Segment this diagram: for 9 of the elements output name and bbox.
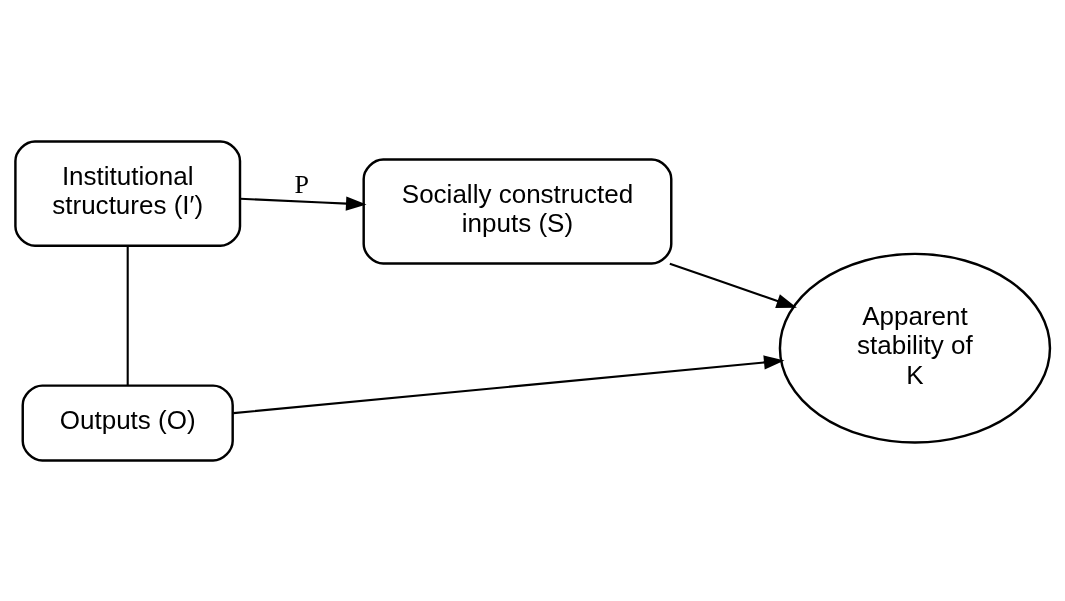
node-box: Institutional structures (I′) — [14, 139, 242, 247]
arrow — [233, 354, 785, 414]
arrow — [669, 262, 797, 308]
edge-label: P — [294, 169, 310, 199]
connector — [126, 245, 129, 385]
node-ellipse: Apparent stability of K — [778, 252, 1052, 444]
arrow — [240, 195, 367, 211]
node-box: Outputs (O) — [21, 383, 234, 462]
node-box: Socially constructed inputs (S) — [362, 157, 673, 265]
